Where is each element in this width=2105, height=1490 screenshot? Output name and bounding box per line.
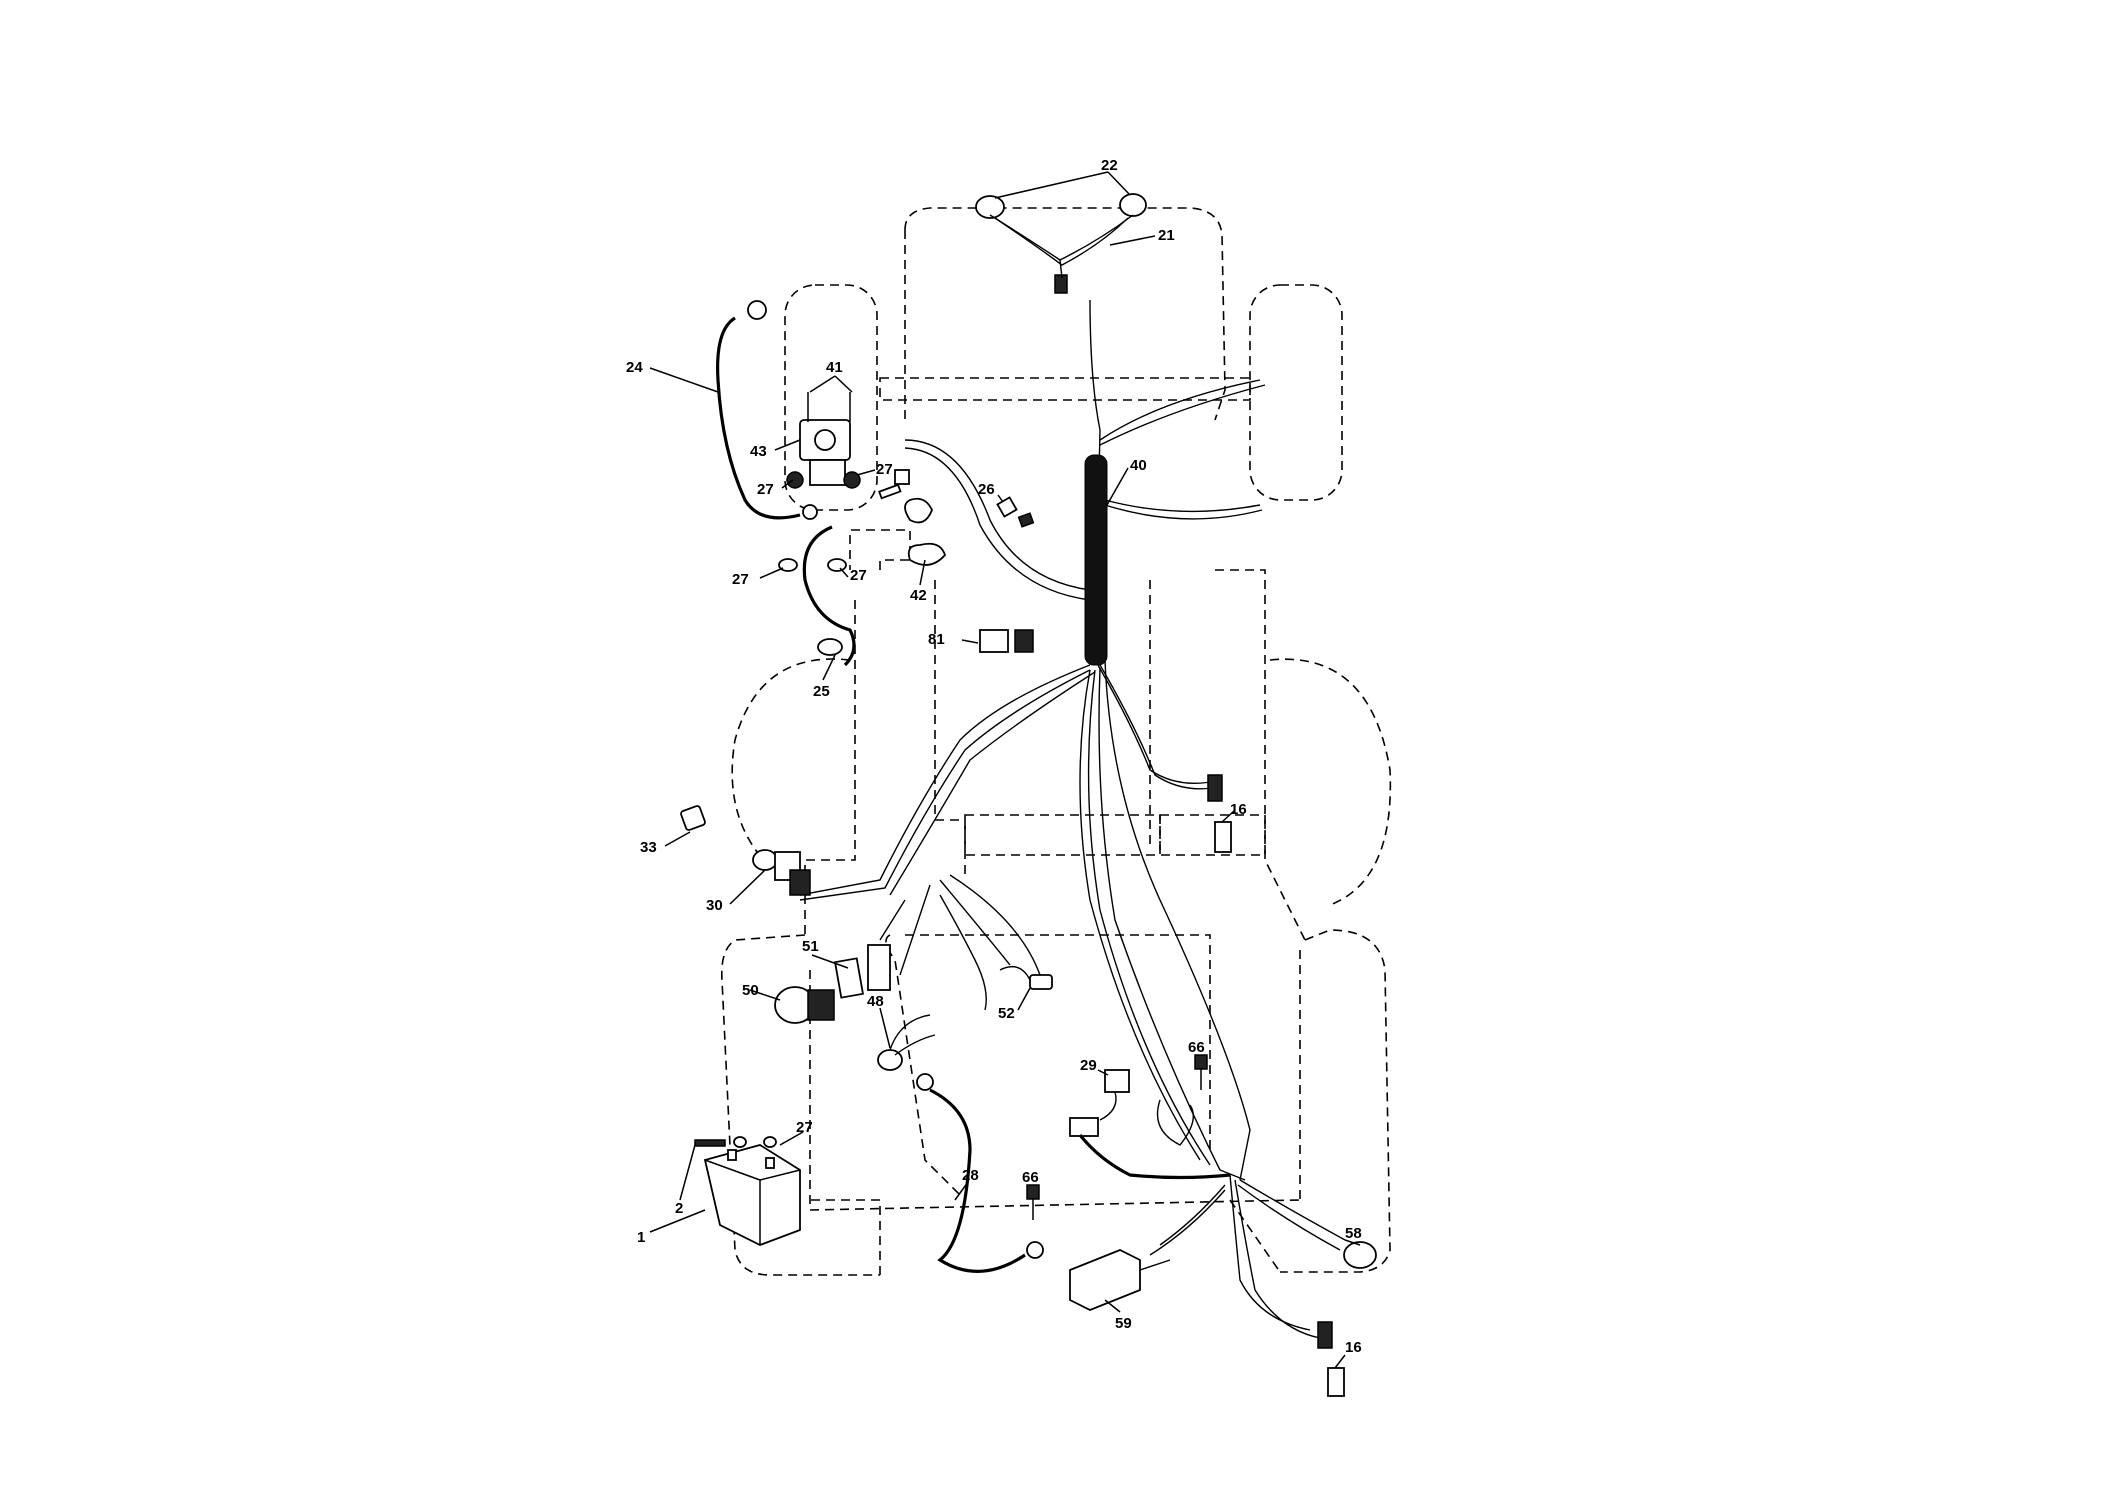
callout-27-a: 27 [757,481,774,498]
battery [703,1144,801,1246]
callout-22: 22 [1101,157,1118,174]
callout-52: 52 [998,1005,1015,1022]
connector-16-lower [1317,1321,1345,1397]
switch-29 [1069,1069,1130,1137]
tractor-outline [720,207,1392,1276]
callout-66-upper: 66 [1188,1039,1205,1056]
clip-42 [878,469,947,566]
callout-26: 26 [978,481,995,498]
knob-50 [774,986,835,1024]
callout-21: 21 [1158,227,1175,244]
callout-40: 40 [1130,457,1147,474]
callout-27-e: 27 [796,1119,813,1136]
coil-harness [1078,1099,1231,1180]
callout-16-lower: 16 [1345,1339,1362,1356]
key-33 [680,805,706,831]
callout-42: 42 [910,587,927,604]
cable-25 [802,525,856,667]
callout-30: 30 [706,897,723,914]
callout-29: 29 [1080,1057,1097,1074]
switch-51 [833,899,906,999]
ignition-switch-30 [752,849,811,896]
callout-50: 50 [742,982,759,999]
callout-81: 81 [928,631,945,648]
callout-27-b: 27 [876,461,893,478]
callout-labels: 22 21 24 41 43 27 27 27 27 26 40 42 81 2… [626,157,1362,1356]
connector-26 [996,496,1035,528]
callout-27-c: 27 [732,571,749,588]
harness-48 [877,1014,936,1071]
harness-conduit [1084,454,1108,666]
callout-66-lower: 66 [1022,1169,1039,1186]
callout-41: 41 [826,359,843,376]
leader-lines [649,171,1361,1369]
callout-51: 51 [802,938,819,955]
harness-rear [1149,1174,1346,1339]
callout-33: 33 [640,839,657,856]
battery-cable-24 [716,300,818,520]
callout-1: 1 [637,1229,645,1246]
callout-24: 24 [626,359,643,376]
connector-52 [999,966,1053,990]
callout-25: 25 [813,683,830,700]
callout-59: 59 [1115,1315,1132,1332]
module-59 [1069,1249,1171,1311]
callout-28: 28 [962,1167,979,1184]
bolt-66-upper [1194,1054,1208,1090]
callout-58: 58 [1345,1225,1362,1242]
battery-hardware-2 [694,1136,777,1148]
main-wiring-harness [799,299,1266,1181]
headlight-assembly [975,193,1147,294]
callout-2: 2 [675,1200,683,1217]
callout-27-d: 27 [850,567,867,584]
callout-48: 48 [867,993,884,1010]
bolt-66-lower [1026,1184,1040,1220]
relay-81 [979,629,1034,653]
callout-16-upper: 16 [1230,801,1247,818]
cable-28 [916,1073,1044,1273]
connector-16-upper [1207,774,1232,853]
connector-58 [1343,1241,1377,1269]
callout-43: 43 [750,443,767,460]
